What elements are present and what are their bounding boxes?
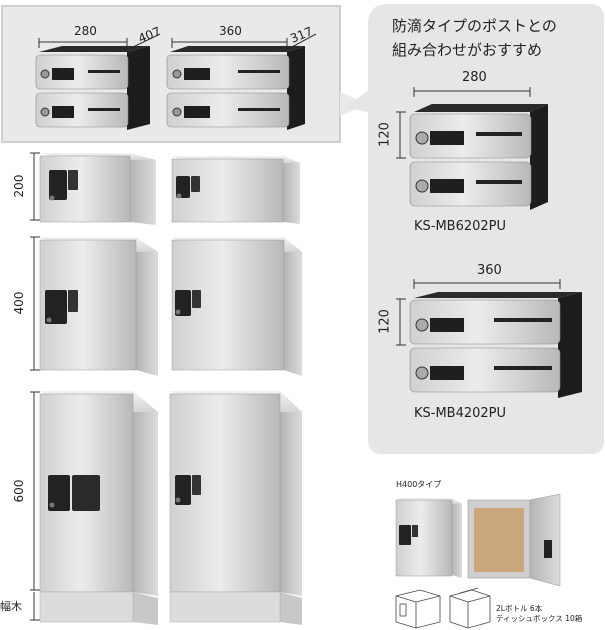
callout-model-b-width: 360: [477, 263, 502, 278]
inset-capacity-line2: ティッシュボックス 10箱: [496, 614, 583, 623]
callout-model-b-name: KS-MB4202PU: [414, 406, 507, 421]
dim-height-600: 600: [12, 479, 26, 503]
inset-carton-icons: [395, 587, 491, 629]
inset-type-label: H400タイプ: [396, 480, 442, 489]
dim-width-b: 360: [219, 24, 242, 38]
mailbox-a-top: [35, 46, 150, 130]
mailbox-b-top: [166, 46, 305, 130]
callout-model-a-name: KS-MB6202PU: [414, 219, 507, 234]
dimension-lines-left: [30, 152, 40, 621]
locker-h400-a: [39, 237, 158, 376]
callout-model-a-height: 120: [377, 122, 393, 147]
dim-height-400: 400: [12, 291, 26, 315]
callout-model-b-height: 120: [377, 309, 393, 334]
locker-h600-a: [39, 391, 158, 625]
inset-closed-box: [395, 498, 462, 578]
inset-capacity-line1: 2Lボトル 6本: [496, 604, 543, 613]
mailbox-b-callout: [409, 292, 582, 398]
locker-h200-b: [171, 156, 300, 224]
dim-width-a: 280: [74, 24, 97, 38]
inset-capacity: 2Lボトル 6本 ティッシュボックス 10箱: [496, 604, 582, 624]
mailbox-a-callout: [409, 104, 548, 210]
callout-title-line2: 組み合わせがおすすめ: [392, 41, 543, 59]
dimension-lines-callout: [396, 87, 561, 346]
locker-h200-a: [39, 153, 156, 225]
callout-title-line1: 防滴タイプのポストとの: [392, 17, 557, 35]
callout-title: 防滴タイプのポストとの 組み合わせがおすすめ: [392, 14, 557, 62]
callout-model-a-width: 280: [462, 70, 487, 85]
locker-h400-b: [171, 237, 302, 376]
locker-h600-b: [169, 391, 302, 625]
base-label: 幅木: [0, 600, 22, 613]
dim-height-200: 200: [12, 174, 26, 198]
inset-open-box: [467, 493, 561, 587]
